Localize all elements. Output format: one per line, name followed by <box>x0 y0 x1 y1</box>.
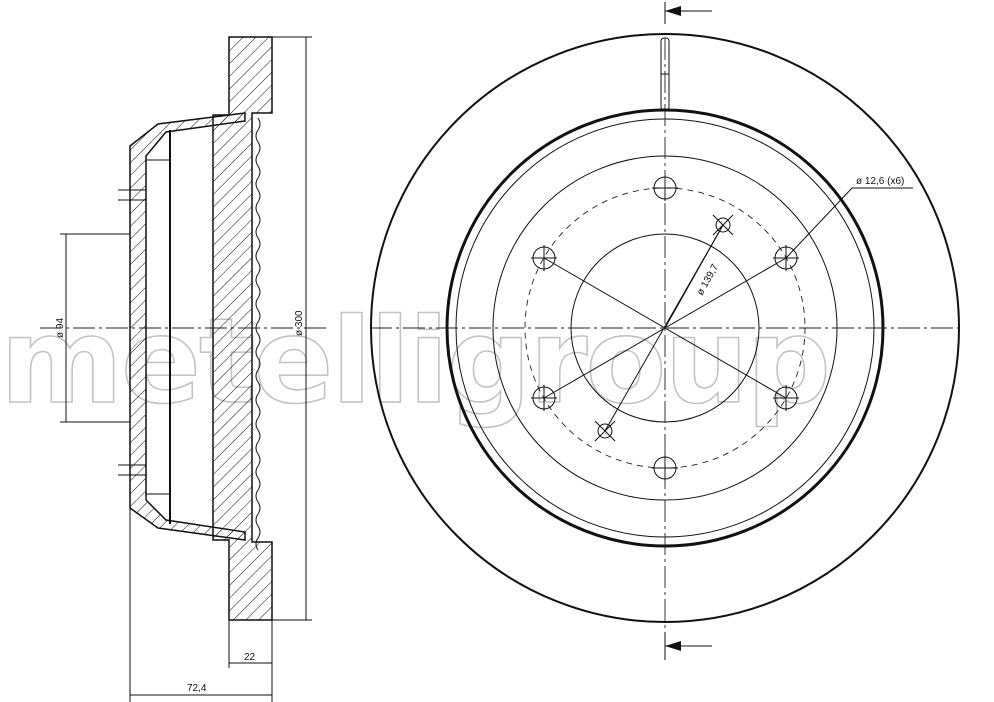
side-section-view: ø 300 ø 94 22 72,4 <box>40 36 330 702</box>
set-screw-hole <box>597 423 613 439</box>
dim-disc-thickness: 22 <box>244 652 256 663</box>
arrow-head-icon <box>665 641 681 651</box>
vane-pattern <box>255 117 261 551</box>
watermark-text: metelligroup <box>0 292 829 430</box>
front-view: ø 139,7 ø 12,6 (x6) <box>370 2 960 660</box>
dim-bore-diameter: ø 94 <box>55 318 66 338</box>
pcd-leader <box>664 224 724 329</box>
dim-outer-diameter: ø 300 <box>294 310 305 336</box>
arrow-head-icon <box>665 6 681 16</box>
dim-holes: ø 12,6 (x6) <box>856 176 904 187</box>
hole-leader <box>785 187 853 259</box>
hub-section <box>129 112 246 541</box>
dim-total-height: 72,4 <box>187 683 207 694</box>
set-screw-hole <box>715 217 731 233</box>
